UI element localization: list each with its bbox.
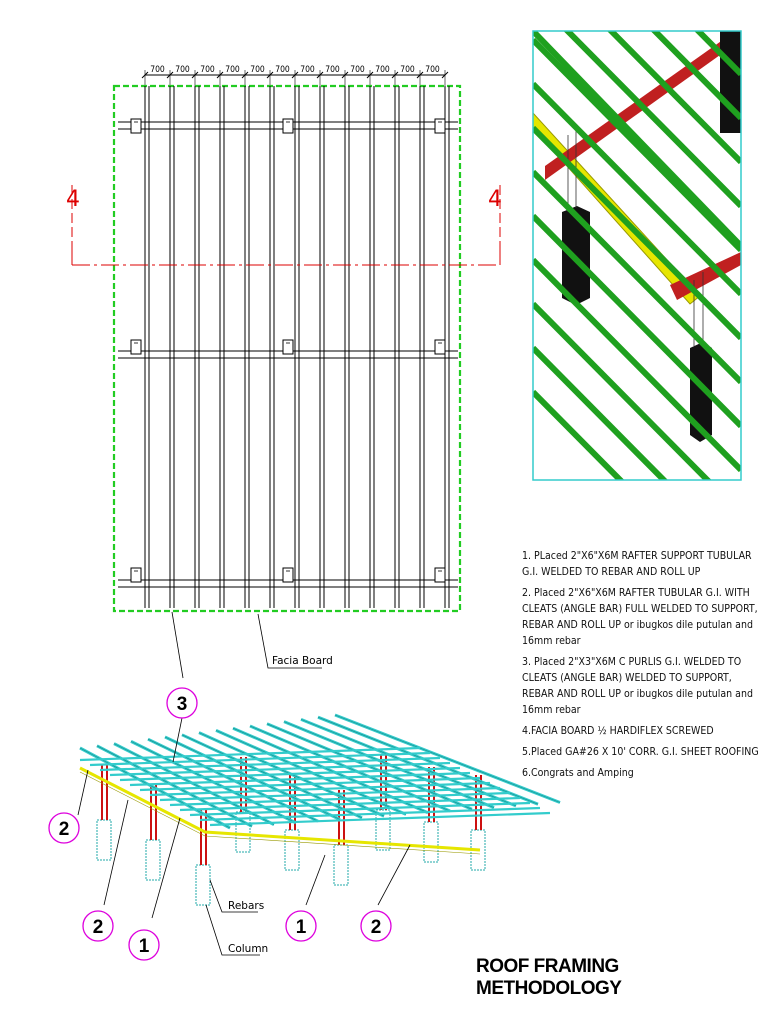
dimension-label: 700 <box>275 65 290 75</box>
section-mark-left: 4 <box>66 187 80 212</box>
callout-2: 2 <box>48 812 80 844</box>
dimension-labels: 700 700 700 700 700 700 700 700 700 700 700 700 <box>150 65 440 75</box>
callout-2: 2 <box>360 910 392 942</box>
section-mark-right: 4 <box>488 187 502 212</box>
dimension-label: 700 <box>400 65 415 75</box>
plan-purlin-lines <box>144 86 450 608</box>
rebars-label: Rebars <box>228 900 264 912</box>
drawing-title: ROOF FRAMING METHODOLOGY <box>476 956 622 999</box>
svg-text:1: 1 <box>139 936 150 957</box>
dimension-label: 700 <box>175 65 190 75</box>
note-2: 2. Placed 2"X6"X6M RAFTER TUBULAR G.I. W… <box>522 587 758 647</box>
dimension-label: 700 <box>350 65 365 75</box>
plan-column-brackets <box>130 118 446 583</box>
facia-board-leader <box>257 613 322 669</box>
dimension-label: 700 <box>325 65 340 75</box>
svg-text:2: 2 <box>93 917 104 938</box>
detail-frame <box>532 30 742 481</box>
dimension-label: 700 <box>425 65 440 75</box>
dimension-label: 700 <box>375 65 390 75</box>
callout-bubbles: 3 2 2 1 1 2 <box>48 687 392 961</box>
method-notes: 1. PLaced 2"X6"X6M RAFTER SUPPORT TUBULA… <box>522 548 762 786</box>
column-label: Column <box>228 943 268 955</box>
dimension-label: 700 <box>150 65 165 75</box>
detail-view-3d <box>532 30 742 481</box>
note-4: 4.FACIA BOARD ½ HARDIFLEX SCREWED <box>522 725 714 737</box>
callout-1: 1 <box>285 910 317 942</box>
note-5: 5.Placed GA#26 X 10' CORR. G.I. SHEET RO… <box>522 746 759 758</box>
dimension-label: 700 <box>300 65 315 75</box>
dimension-label: 700 <box>225 65 240 75</box>
svg-text:2: 2 <box>371 917 382 938</box>
dimension-label: 700 <box>250 65 265 75</box>
note-3: 3. Placed 2"X3"X6M C PURLIS G.I. WELDED … <box>522 656 753 716</box>
isometric-view: Rebars Column 3 2 2 1 1 2 <box>48 687 561 961</box>
svg-text:3: 3 <box>177 694 188 715</box>
callout-3: 3 <box>166 687 198 719</box>
svg-text:2: 2 <box>59 819 70 840</box>
facia-board-label: Facia Board <box>272 655 333 667</box>
note-6: 6.Congrats and Amping <box>522 767 634 779</box>
plan-view: 700 700 700 700 700 700 700 700 700 700 700 700 4 4… <box>66 65 502 679</box>
callout-1: 1 <box>128 929 160 961</box>
note-1: 1. PLaced 2"X6"X6M RAFTER SUPPORT TUBULA… <box>522 550 752 578</box>
facia-board-outline <box>112 84 462 613</box>
dimension-label: 700 <box>200 65 215 75</box>
callout-2: 2 <box>82 910 114 942</box>
svg-text:1: 1 <box>296 917 307 938</box>
